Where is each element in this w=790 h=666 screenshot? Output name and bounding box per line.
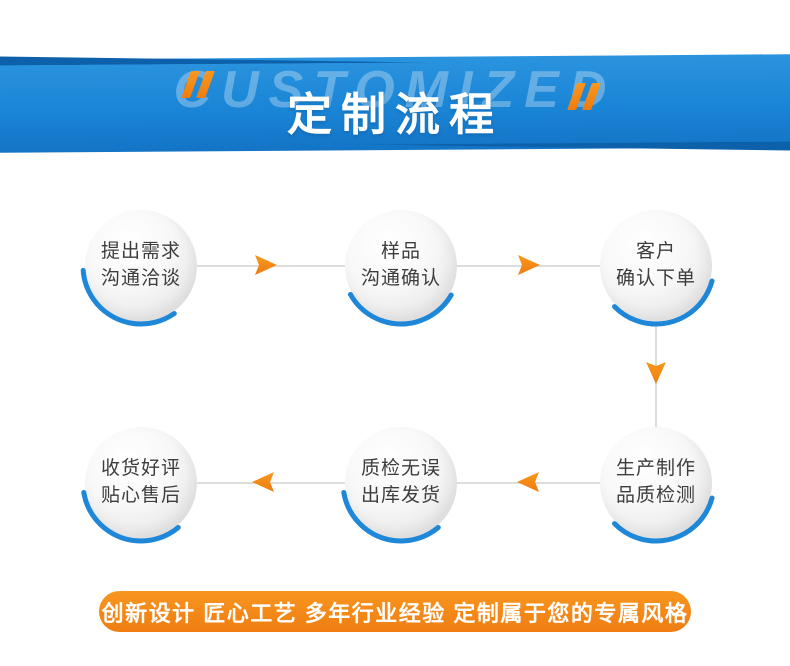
step-text-line: 出库发货 [360, 485, 441, 506]
footer-tagline: 创新设计 匠心工艺 多年行业经验 定制属于您的专属风格 [101, 600, 689, 626]
step-sphere [600, 210, 712, 322]
step-text-line: 品质检测 [615, 485, 696, 506]
step-arc [595, 422, 717, 544]
step-circle-1: 提出需求 沟通洽谈 [80, 205, 202, 327]
footer-banner: 创新设计 匠心工艺 多年行业经验 定制属于您的专属风格 [99, 591, 691, 632]
step-arc [340, 422, 462, 544]
step-label: 客户 确认下单 [600, 210, 712, 322]
step-arc [80, 205, 202, 327]
banner-watermark: CUSTOMIZED [173, 61, 617, 119]
step-text-line: 生产制作 [615, 458, 696, 480]
step-sphere [345, 210, 457, 322]
step-label: 样品 沟通确认 [345, 210, 457, 322]
step-text-line: 沟通洽谈 [100, 268, 181, 289]
page-title: 定制流程 [286, 89, 503, 140]
step-text-line: 质检无误 [360, 458, 441, 480]
step-text-line: 客户 [635, 241, 676, 263]
step-circle-2: 样品 沟通确认 [340, 205, 462, 327]
step-label: 生产制作 品质检测 [600, 427, 712, 539]
step-arc [340, 205, 462, 327]
step-arc [80, 422, 202, 544]
step-arc [595, 205, 717, 327]
step-text-line: 沟通确认 [360, 268, 441, 289]
step-sphere [600, 427, 712, 539]
step-label: 收货好评 贴心售后 [85, 427, 197, 539]
step-circle-4: 生产制作 品质检测 [595, 422, 717, 544]
step-sphere [85, 427, 197, 539]
step-label: 质检无误 出库发货 [345, 427, 457, 539]
step-text-line: 提出需求 [100, 241, 181, 263]
step-text-line: 贴心售后 [100, 485, 181, 506]
step-text-line: 收货好评 [100, 458, 181, 480]
connector-line [197, 482, 345, 484]
step-text-line: 样品 [380, 241, 421, 263]
step-sphere [345, 427, 457, 539]
step-circle-3: 客户 确认下单 [595, 205, 717, 327]
step-circle-6: 收货好评 贴心售后 [80, 422, 202, 544]
step-text-line: 确认下单 [615, 268, 696, 289]
step-circle-5: 质检无误 出库发货 [340, 422, 462, 544]
step-label: 提出需求 沟通洽谈 [85, 210, 197, 322]
step-sphere [85, 210, 197, 322]
header-banner: CUSTOMIZED 定制流程 [0, 57, 790, 150]
